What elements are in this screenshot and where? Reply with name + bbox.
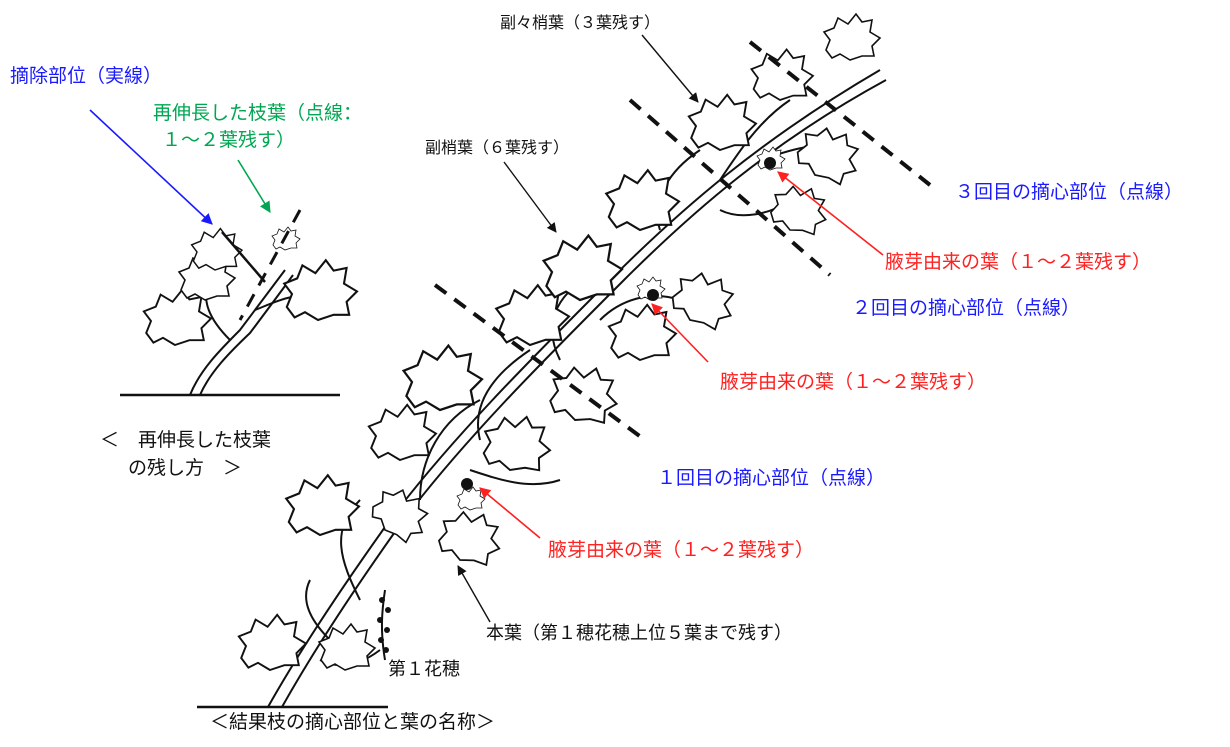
inset-regrowth-line	[238, 209, 302, 321]
label-pinch-3: ３回目の摘心部位（点線）	[955, 181, 1184, 203]
arrow-secondary-lateral	[641, 34, 699, 103]
label-regrowth-line1: 再伸長した枝葉（点線：	[153, 102, 363, 124]
label-axillary-2: 腋芽由来の葉（１～２葉残す）	[720, 371, 987, 393]
arrow-axillary-3	[479, 487, 541, 539]
pinch-line-1	[433, 283, 647, 442]
label-pinch-2: ２回目の摘心部位（点線）	[852, 297, 1081, 319]
arrow-regrowth	[237, 159, 271, 213]
arrow-axillary-2	[651, 303, 709, 363]
label-main-leaf: 本葉（第１穂花穂上位５葉まで残す）	[486, 623, 792, 644]
main-cane	[267, 69, 887, 708]
label-lateral-leaf: 副梢葉（６葉残す）	[425, 138, 570, 157]
pinch-line-2	[628, 98, 832, 277]
label-axillary-3: 腋芽由来の葉（１～２葉残す）	[548, 539, 815, 561]
arrow-removal	[89, 109, 213, 225]
inset-caption-line1: ＜ 再伸長した枝葉	[100, 429, 272, 451]
arrow-axillary-1	[777, 171, 884, 256]
label-pinch-1: １回目の摘心部位（点線）	[657, 467, 886, 489]
arrow-lateral	[503, 161, 557, 233]
main-caption: ＜結果枝の摘心部位と葉の名称＞	[210, 711, 496, 733]
label-regrowth-line2: １～２葉残す）	[162, 129, 296, 151]
label-axillary-1: 腋芽由来の葉（１～２葉残す）	[885, 251, 1152, 273]
arrow-main-leaf	[457, 565, 491, 623]
first-flower-cluster-drawing	[377, 589, 391, 661]
label-first-cluster: 第１花穂	[388, 659, 460, 680]
label-removal-area: 摘除部位（実線）	[10, 65, 163, 87]
inset-removal-line	[221, 231, 266, 283]
inset-regrowth-drawing	[142, 209, 359, 396]
axillary-buds	[461, 157, 776, 490]
inset-caption-line2: の残し方 ＞	[128, 457, 243, 479]
label-secondary-lateral-leaf: 副々梢葉（３葉残す）	[500, 13, 661, 32]
